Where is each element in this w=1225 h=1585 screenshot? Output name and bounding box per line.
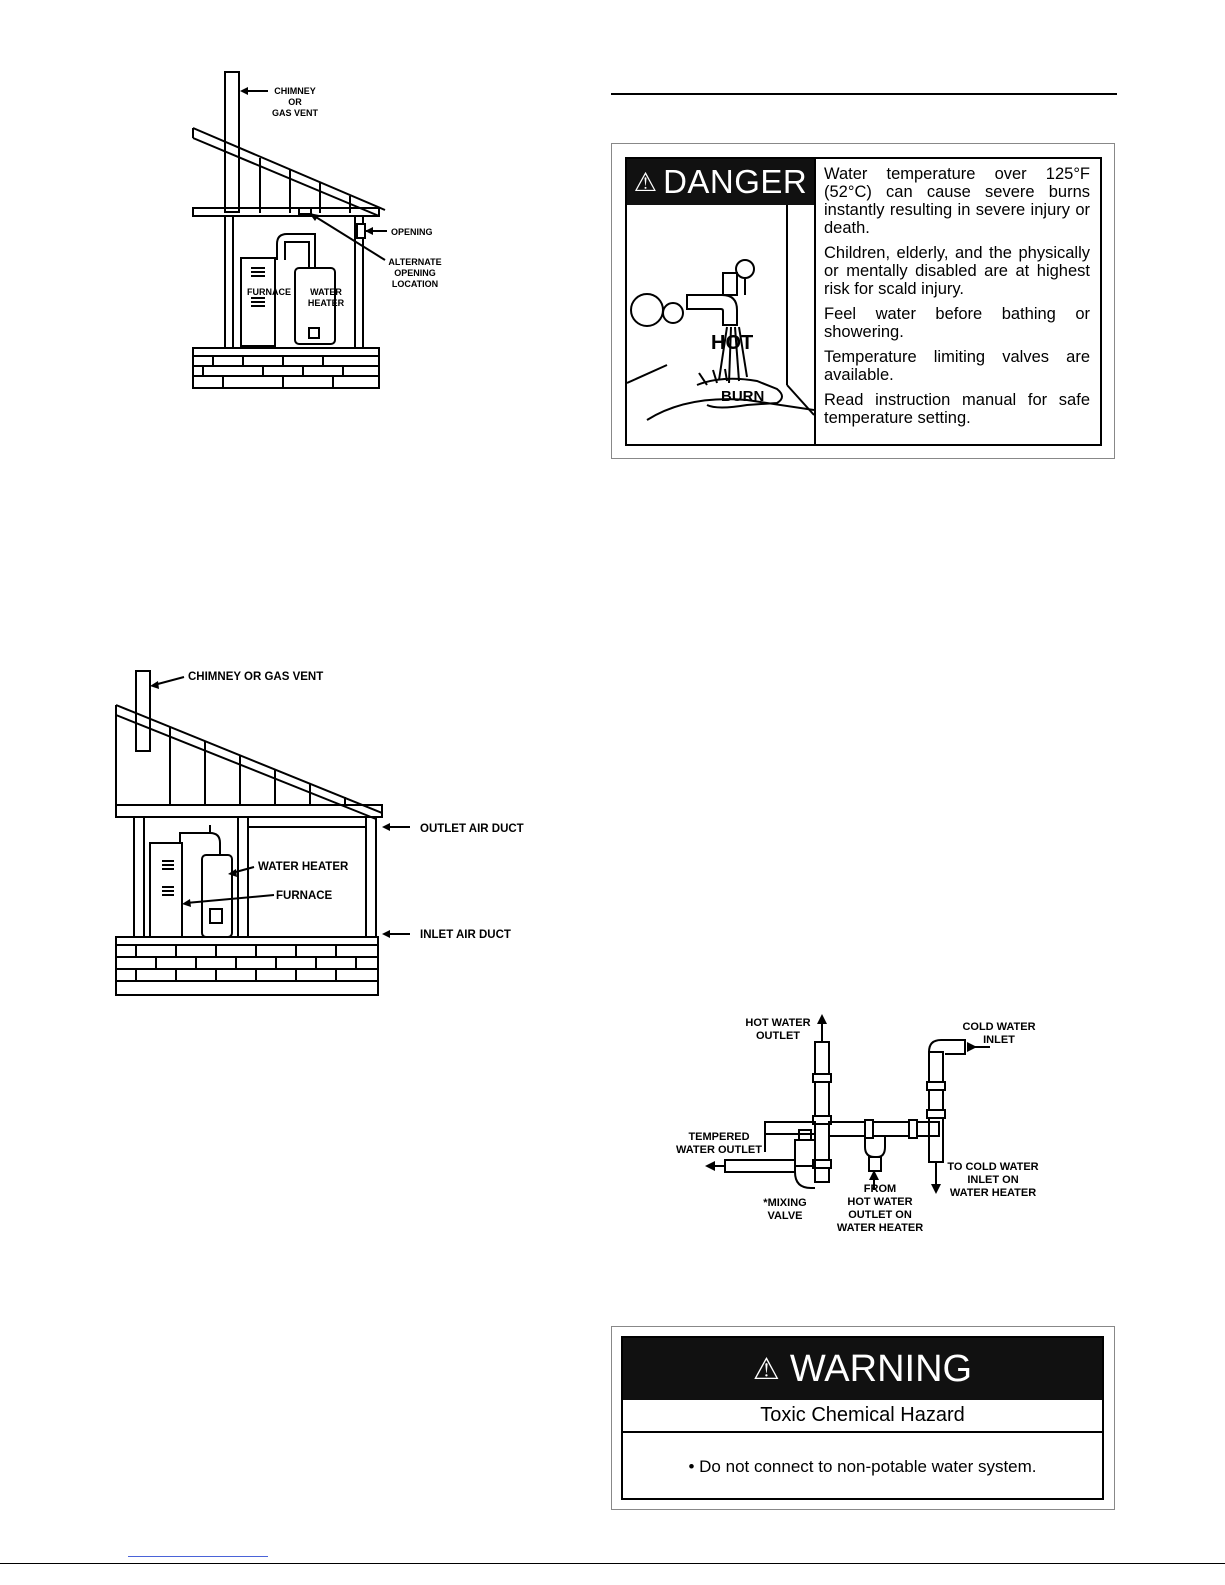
fig1-chimney-label-2: OR — [288, 97, 302, 107]
danger-title: DANGER — [663, 163, 808, 200]
fig3-from-hot-3: OUTLET ON — [848, 1209, 912, 1221]
danger-body: Water temperature over 125°F (52°C) can … — [824, 165, 1090, 434]
danger-para-5: Read instruction manual for safe tempera… — [824, 391, 1090, 427]
bottom-rule — [0, 1563, 1225, 1564]
warning-subtitle: Toxic Chemical Hazard — [623, 1400, 1102, 1433]
air-duct-diagram: CHIMNEY OR GAS VENT OUTLET AIR DUCT WATE… — [115, 670, 524, 996]
danger-para-3: Feel water before bathing or showering. — [824, 305, 1090, 341]
danger-para-4: Temperature limiting valves are availabl… — [824, 348, 1090, 384]
danger-para-1: Water temperature over 125°F (52°C) can … — [824, 165, 1090, 237]
burn-art-text: BURN — [721, 388, 764, 405]
fig2-furnace-label: FURNACE — [276, 890, 333, 902]
warning-title: WARNING — [789, 1347, 973, 1390]
fig2-outlet-label: OUTLET AIR DUCT — [420, 823, 524, 835]
fig3-tempered-1: TEMPERED — [688, 1131, 749, 1143]
fig1-furnace-label: FURNACE — [247, 287, 291, 297]
fig3-tempered-2: WATER OUTLET — [676, 1144, 762, 1156]
fig3-mixing-1: *MIXING — [763, 1197, 806, 1209]
fig1-alt-label-3: LOCATION — [392, 279, 438, 289]
fig3-from-hot-2: HOT WATER — [847, 1196, 912, 1208]
warning-triangle-icon: ⚠ — [633, 166, 658, 197]
fig2-chimney-label: CHIMNEY OR GAS VENT — [188, 671, 323, 683]
scald-hand-illustration: HOT BURN — [627, 205, 814, 421]
section-rule — [611, 93, 1117, 95]
danger-label: ⚠ DANGER — [611, 143, 1115, 459]
fig1-chimney-label-3: GAS VENT — [272, 108, 319, 118]
fig1-alt-label-2: OPENING — [394, 268, 436, 278]
danger-header: ⚠ DANGER — [627, 159, 814, 205]
fig3-from-hot-4: WATER HEATER — [837, 1222, 923, 1234]
hot-art-text: HOT — [711, 332, 753, 354]
fig2-inlet-label: INLET AIR DUCT — [420, 929, 511, 941]
fig1-heater-label-2: HEATER — [308, 298, 345, 308]
fig1-heater-label-1: WATER — [310, 287, 342, 297]
warning-triangle-icon: ⚠ — [752, 1352, 780, 1386]
fig3-cold-inlet-2: INLET — [983, 1034, 1015, 1046]
vent-opening-diagram: CHIMNEY OR GAS VENT OPENING ALTERNATE OP… — [192, 71, 442, 389]
fig1-opening-label: OPENING — [391, 227, 433, 237]
fig3-mixing-2: VALVE — [767, 1210, 802, 1222]
fig3-to-cold-3: WATER HEATER — [950, 1187, 1036, 1199]
fig3-cold-inlet-1: COLD WATER — [962, 1021, 1035, 1033]
fig3-to-cold-2: INLET ON — [967, 1174, 1018, 1186]
warning-label: ⚠ WARNING Toxic Chemical Hazard • Do not… — [611, 1326, 1115, 1510]
fig3-hot-outlet-2: OUTLET — [756, 1030, 800, 1042]
mixing-valve-diagram: HOT WATER OUTLET COLD WATER INLET TEMPER… — [676, 1014, 1039, 1234]
fig2-heater-label: WATER HEATER — [258, 861, 349, 873]
fig1-chimney-label-1: CHIMNEY — [274, 86, 316, 96]
fig1-alt-label-1: ALTERNATE — [388, 257, 441, 267]
footer-link-underline — [128, 1556, 268, 1558]
warning-header: ⚠ WARNING — [623, 1338, 1102, 1400]
fig3-hot-outlet-1: HOT WATER — [745, 1017, 810, 1029]
warning-body: • Do not connect to non-potable water sy… — [688, 1456, 1037, 1476]
danger-para-2: Children, elderly, and the physically or… — [824, 244, 1090, 298]
fig3-to-cold-1: TO COLD WATER — [947, 1161, 1038, 1173]
fig3-from-hot-1: FROM — [864, 1183, 896, 1195]
danger-divider — [814, 159, 816, 444]
